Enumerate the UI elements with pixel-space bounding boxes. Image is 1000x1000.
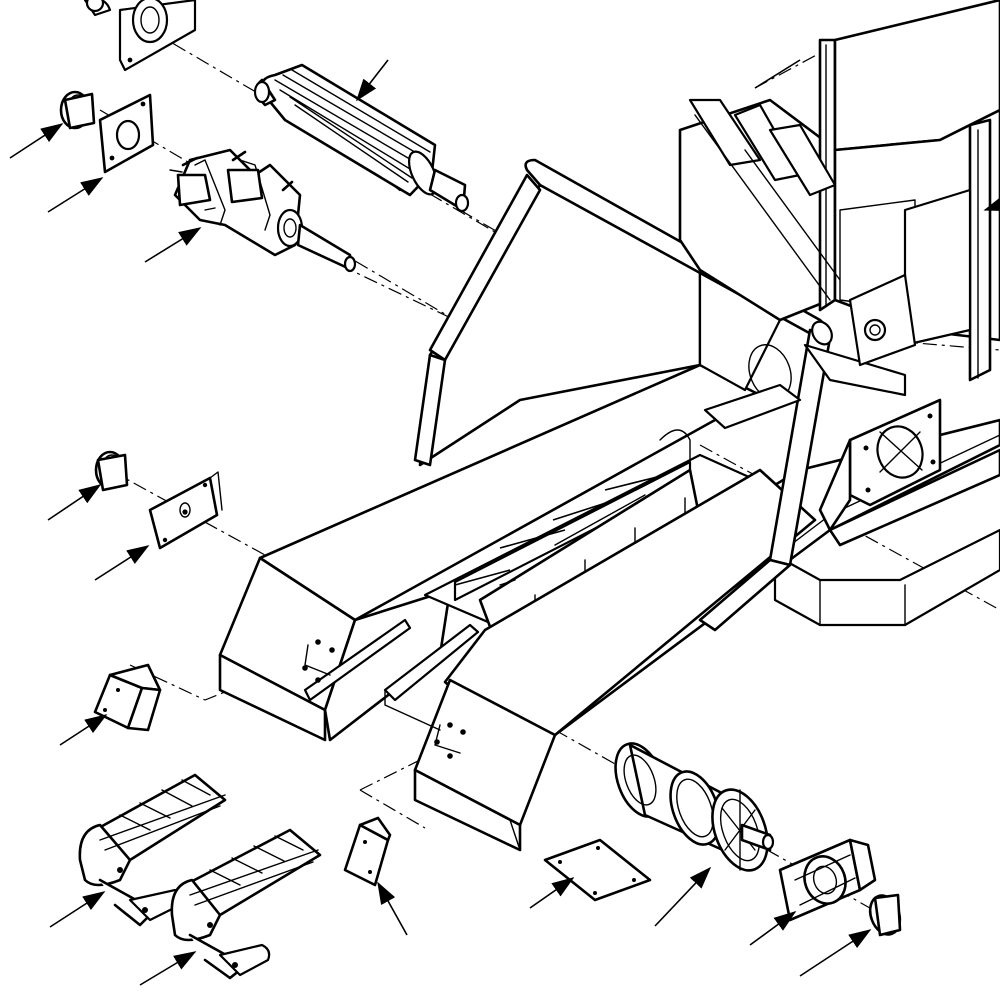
drag-chain-upper xyxy=(78,773,227,927)
knurled-roller xyxy=(253,63,470,213)
left-wall-face xyxy=(218,653,327,742)
callout-arrow xyxy=(654,866,712,927)
angle-bracket-right xyxy=(343,816,392,887)
housing-post-right xyxy=(968,118,992,382)
guide-bar-right xyxy=(383,623,480,702)
lower-side-plate xyxy=(818,398,1000,547)
callout-arrow xyxy=(749,911,797,946)
paddle-wheel xyxy=(169,148,357,273)
drum-bearing-plate xyxy=(778,838,877,922)
callout-arrow xyxy=(59,714,108,746)
callout-arrow xyxy=(799,929,872,977)
guide-bar-left xyxy=(303,618,412,702)
drum-bearing-hub xyxy=(868,893,902,937)
callout-arrow xyxy=(49,891,106,928)
callout-arrow xyxy=(139,951,197,986)
top-bearing-plate xyxy=(83,0,197,72)
callout-arrows xyxy=(9,59,1000,986)
left-bearing-plate-1 xyxy=(98,93,155,174)
callout-arrow xyxy=(356,59,389,102)
angle-bracket-left xyxy=(93,663,162,732)
callout-arrow xyxy=(983,195,1000,212)
left-bearing-plate-2 xyxy=(148,471,223,550)
callout-arrow xyxy=(144,227,202,263)
sprocket-bracket xyxy=(848,273,917,367)
callout-arrow xyxy=(47,177,104,213)
callout-arrow xyxy=(94,545,150,581)
left-bearing-hub-2 xyxy=(94,450,129,492)
left-bearing-hub-1 xyxy=(59,90,96,130)
callout-arrow xyxy=(529,877,575,909)
winch-drum xyxy=(614,742,775,872)
callout-arrow xyxy=(47,484,102,521)
callout-arrow xyxy=(9,123,64,159)
cover-plate xyxy=(543,838,652,902)
hopper-left-leg xyxy=(413,353,447,467)
callout-arrow xyxy=(377,881,408,936)
upper-housing xyxy=(678,0,1000,382)
callout-leader xyxy=(754,59,801,89)
hopper xyxy=(413,158,907,632)
bracket-arm xyxy=(803,343,907,397)
drag-chain-lower xyxy=(170,828,322,980)
